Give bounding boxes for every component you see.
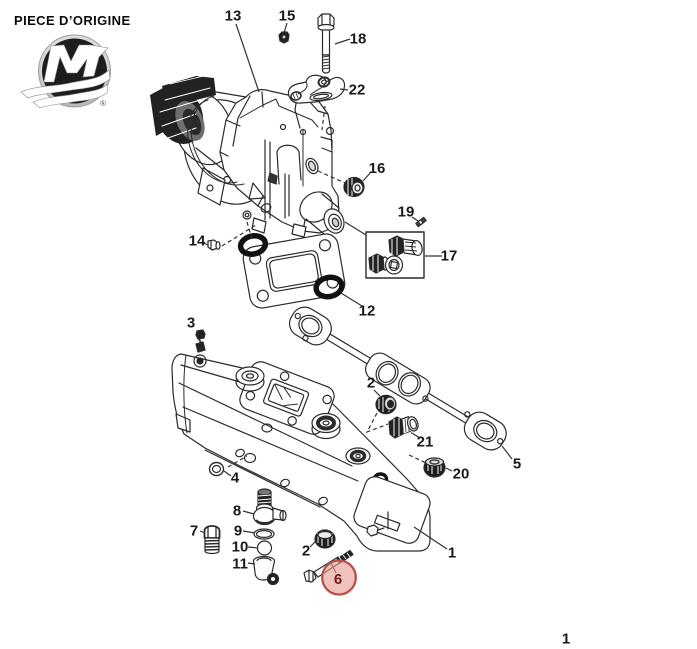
svg-text:PIECE D’ORIGINE: PIECE D’ORIGINE xyxy=(14,13,131,28)
svg-text:20: 20 xyxy=(453,466,470,483)
svg-text:18: 18 xyxy=(350,31,367,48)
svg-text:1: 1 xyxy=(562,631,570,648)
svg-text:3: 3 xyxy=(187,315,195,332)
svg-text:13: 13 xyxy=(225,8,242,25)
svg-text:11: 11 xyxy=(232,556,248,573)
svg-text:21: 21 xyxy=(417,434,434,451)
svg-text:®: ® xyxy=(100,99,106,108)
svg-text:17: 17 xyxy=(441,248,458,265)
svg-text:4: 4 xyxy=(231,470,240,487)
svg-text:14: 14 xyxy=(189,233,206,250)
svg-text:9: 9 xyxy=(234,523,242,540)
svg-text:15: 15 xyxy=(279,8,296,25)
svg-text:7: 7 xyxy=(190,523,198,540)
svg-text:2: 2 xyxy=(302,543,310,560)
svg-text:12: 12 xyxy=(359,303,376,320)
svg-text:5: 5 xyxy=(513,456,521,473)
svg-text:6: 6 xyxy=(334,571,342,588)
svg-text:10: 10 xyxy=(232,539,249,556)
svg-text:8: 8 xyxy=(233,503,241,520)
svg-text:16: 16 xyxy=(369,160,386,177)
svg-text:22: 22 xyxy=(349,82,366,99)
svg-text:19: 19 xyxy=(398,204,415,221)
svg-text:1: 1 xyxy=(448,545,456,562)
svg-text:2: 2 xyxy=(367,375,375,392)
